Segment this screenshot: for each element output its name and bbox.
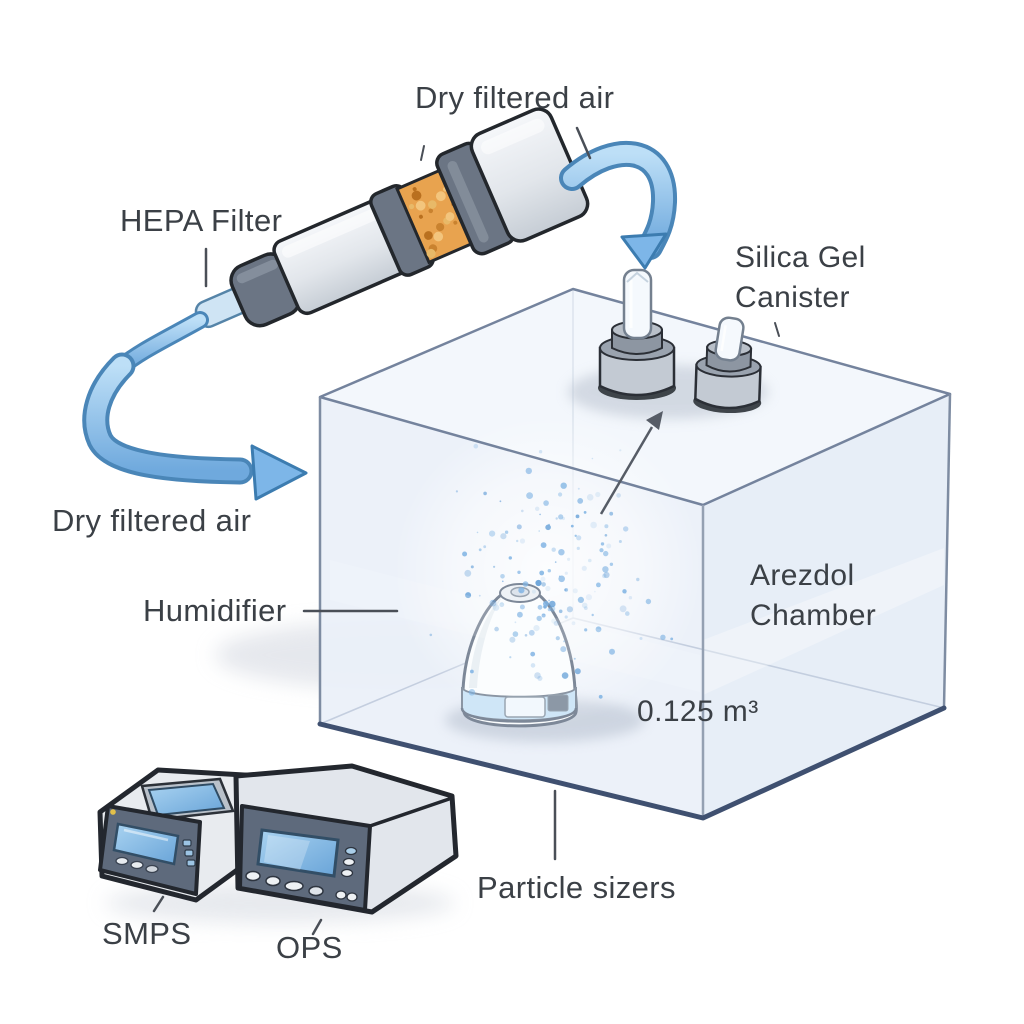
chamber-port-icon	[598, 268, 676, 400]
humidifier-icon	[460, 583, 578, 728]
label-hepa-filter: HEPA Filter	[120, 203, 283, 238]
label-aerosol-chamber: Arezdol Chamber	[750, 556, 876, 636]
label-silica-gel-canister: Silica Gel Canister	[735, 238, 866, 318]
label-chamber-line1: Arezdol	[750, 559, 855, 592]
label-dry-filtered-air-top: Dry filtered air	[415, 80, 615, 115]
airflow-arrow-icon	[559, 141, 677, 270]
chamber-port-icon	[693, 316, 762, 414]
airflow-arrow-icon	[82, 311, 308, 501]
label-ops: OPS	[276, 930, 343, 965]
leader-lines	[152, 126, 780, 936]
label-silica-gel-line2: Canister	[735, 281, 850, 314]
ops-instrument-icon	[233, 763, 459, 915]
label-silica-gel-line1: Silica Gel	[735, 241, 866, 274]
label-chamber-volume: 0.125 m³	[637, 695, 759, 728]
hepa-filter-icon	[194, 107, 590, 329]
flow-arrow-to-port	[599, 411, 663, 515]
label-dry-filtered-air-left: Dry filtered air	[52, 503, 252, 538]
label-humidifier: Humidifier	[143, 593, 287, 628]
label-smps: SMPS	[102, 916, 192, 951]
label-chamber-line2: Chamber	[750, 599, 877, 632]
aerosol-chamber-box	[317, 287, 952, 821]
mist-particles-icon	[429, 443, 674, 699]
label-particle-sizers: Particle sizers	[477, 870, 676, 905]
